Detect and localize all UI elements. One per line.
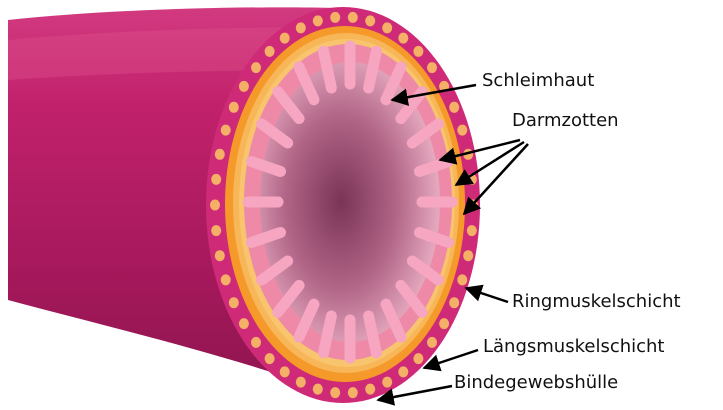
- serosa-dot: [439, 318, 449, 329]
- label-laengsmuskelschicht: Längsmuskelschicht: [483, 338, 665, 356]
- serosa-dot: [398, 33, 408, 44]
- serosa-dot: [313, 384, 323, 395]
- serosa-dot: [449, 102, 459, 113]
- serosa-dot: [330, 12, 340, 23]
- serosa-dot: [313, 15, 323, 26]
- serosa-dot: [221, 274, 231, 285]
- serosa-dot: [463, 250, 473, 261]
- serosa-dot: [251, 337, 261, 348]
- serosa-dot: [413, 353, 423, 364]
- serosa-dot: [330, 387, 340, 398]
- serosa-dot: [348, 12, 358, 23]
- serosa-dot: [280, 366, 290, 377]
- serosa-dot: [210, 200, 220, 211]
- serosa-dot: [365, 384, 375, 395]
- serosa-dot: [215, 250, 225, 261]
- serosa-dot: [365, 15, 375, 26]
- serosa-dot: [215, 149, 225, 160]
- serosa-dot: [296, 377, 306, 388]
- serosa-dot: [457, 274, 467, 285]
- label-darmzotten: Darmzotten: [512, 112, 619, 130]
- serosa-dot: [280, 33, 290, 44]
- serosa-dot: [239, 81, 249, 92]
- darmzotte-villus: [369, 316, 377, 353]
- serosa-dot: [251, 62, 261, 73]
- serosa-dot: [457, 125, 467, 136]
- serosa-dot: [348, 387, 358, 398]
- serosa-dot: [229, 297, 239, 308]
- serosa-dot: [467, 225, 477, 236]
- darmzotte-villus: [369, 51, 377, 88]
- serosa-dot: [221, 125, 231, 136]
- serosa-dot: [211, 174, 221, 185]
- serosa-dot: [449, 297, 459, 308]
- label-ringmuskelschicht: Ringmuskelschicht: [512, 293, 681, 311]
- darmzotte-villus: [324, 51, 332, 88]
- serosa-dot: [229, 102, 239, 113]
- serosa-dot: [382, 377, 392, 388]
- label-bindegewebshuelle: Bindegewebshülle: [454, 374, 618, 392]
- serosa-dot: [413, 46, 423, 57]
- serosa-dot: [265, 46, 275, 57]
- label-schleimhaut: Schleimhaut: [482, 72, 594, 90]
- serosa-dot: [398, 366, 408, 377]
- serosa-dot: [296, 22, 306, 33]
- serosa-dot: [427, 62, 437, 73]
- serosa-dot: [265, 353, 275, 364]
- serosa-dot: [382, 22, 392, 33]
- serosa-dot: [239, 318, 249, 329]
- darmzotte-villus: [324, 316, 332, 353]
- serosa-dot: [427, 337, 437, 348]
- arrow-ringmuskelschicht: [466, 288, 508, 302]
- serosa-dot: [211, 225, 221, 236]
